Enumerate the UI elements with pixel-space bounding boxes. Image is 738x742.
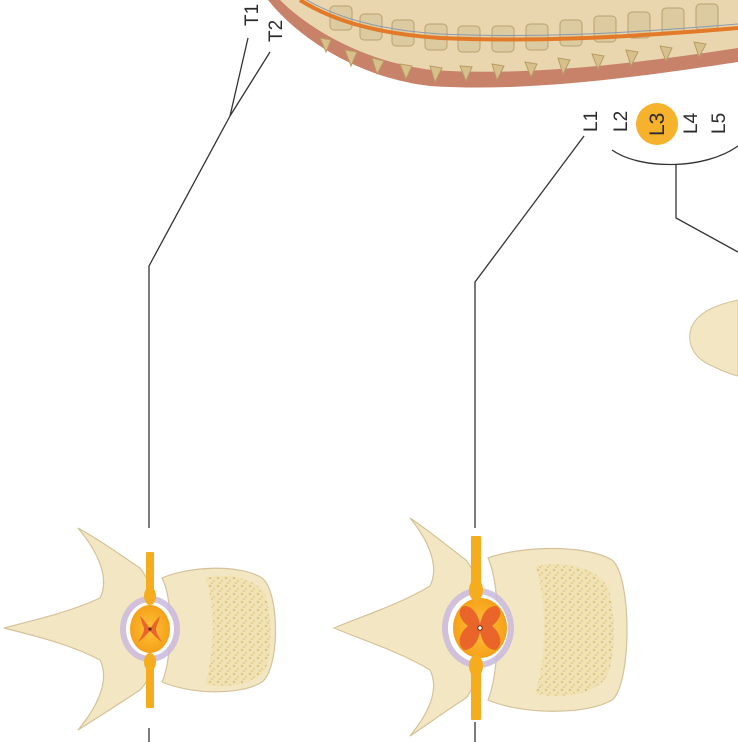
label-l1: L1 [581, 111, 602, 132]
label-t1: T1 [242, 4, 263, 26]
lumbar-vertebra-partial [690, 300, 738, 376]
label-t2: T2 [266, 20, 287, 42]
lumbar-vertebra-cross-section [334, 518, 627, 736]
label-l5: L5 [709, 113, 730, 134]
label-l2: L2 [611, 111, 632, 132]
spine-column [268, 0, 738, 88]
lumbar-bracket [612, 146, 738, 252]
lumbar-labels: L1 L2 L3 L4 L5 [581, 103, 730, 145]
label-l4: L4 [681, 112, 702, 134]
thoracic-vertebra-cross-section [4, 528, 276, 730]
label-l3: L3 [646, 113, 669, 136]
